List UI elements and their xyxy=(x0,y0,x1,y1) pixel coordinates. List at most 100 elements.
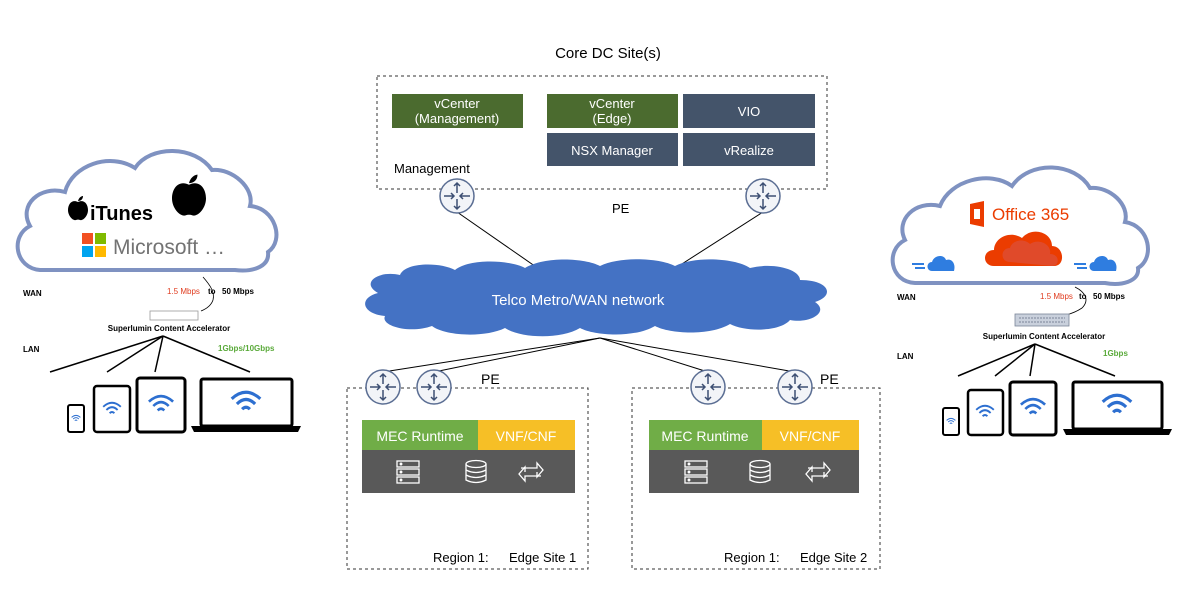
right-lan-speed: 1Gbps xyxy=(1103,349,1128,358)
left-lan-speed: 1Gbps/10Gbps xyxy=(218,344,275,353)
left-lan-label: LAN xyxy=(23,345,40,354)
core-box-line1: vCenter xyxy=(434,96,480,111)
edge1-site-label: Edge Site 1 xyxy=(509,550,576,565)
core-box-label: vRealize xyxy=(724,143,774,158)
right-speed-low: 1.5 Mbps xyxy=(1040,292,1073,301)
edge2-mec-runtime[interactable]: MEC Runtime xyxy=(649,420,762,450)
right-lan-link-3 xyxy=(1029,343,1036,377)
itunes-brand: iTunes xyxy=(90,203,153,225)
core-box-line2: (Management) xyxy=(415,111,500,126)
right-wan-link xyxy=(1065,286,1087,316)
link-edge2-pe-b xyxy=(599,337,796,373)
right-wan-label: WAN xyxy=(897,293,916,302)
core-dc-boundary xyxy=(376,75,828,190)
network-cloud-shape xyxy=(365,259,827,337)
right-speed-to: to xyxy=(1079,292,1087,301)
right-accelerator-label: Superlumin Content Accelerator xyxy=(983,332,1105,341)
left-lan-link-3 xyxy=(154,335,164,373)
core-box-vrealize[interactable]: vRealize xyxy=(683,133,815,166)
office-brand: Office 365 xyxy=(992,205,1069,224)
core-dc-title: Core DC Site(s) xyxy=(555,45,661,62)
left-accelerator-label: Superlumin Content Accelerator xyxy=(108,324,230,333)
left-lan-link-1 xyxy=(49,335,164,373)
left-tablet-small-icon xyxy=(92,384,132,434)
vnf-bg xyxy=(762,420,859,450)
right-accelerator-device[interactable] xyxy=(1014,313,1070,327)
office-logo-icon xyxy=(970,201,984,227)
left-tablet-large-icon xyxy=(135,376,187,434)
blue-cloud-left-icon xyxy=(912,256,955,271)
right-lan-label: LAN xyxy=(897,352,914,361)
core-box-bg xyxy=(683,94,815,128)
office-cloud-icon xyxy=(985,231,1063,266)
database-icon xyxy=(749,459,771,484)
microsoft-logo-icon xyxy=(82,233,106,257)
edge1-mec-runtime[interactable]: MEC Runtime xyxy=(362,420,478,450)
link-edge2-pe-a xyxy=(599,337,709,373)
telco-network-cloud: Telco Metro/WAN network xyxy=(365,259,827,337)
right-laptop-icon xyxy=(1063,380,1172,435)
edge1-infra-bar xyxy=(362,450,575,493)
core-box-vcenter-management[interactable]: vCenter (Management) xyxy=(392,94,523,128)
vnf-bg xyxy=(478,420,575,450)
left-speed-low: 1.5 Mbps xyxy=(167,287,200,296)
database-icon xyxy=(465,459,487,484)
link-edge1-pe-a xyxy=(382,337,601,373)
microsoft-brand: Microsoft … xyxy=(113,236,225,259)
left-phone-icon xyxy=(67,404,85,433)
network-label: Telco Metro/WAN network xyxy=(492,292,665,309)
core-box-label: VIO xyxy=(738,104,760,119)
right-cloud-shape xyxy=(890,165,1150,286)
apple-logo-icon xyxy=(172,174,206,216)
left-speed-high: 50 Mbps xyxy=(222,287,255,296)
left-lan-link-2 xyxy=(106,335,164,373)
core-box-bg xyxy=(392,94,523,128)
exchange-arrows-icon xyxy=(518,461,544,483)
right-lan-link-4 xyxy=(1034,343,1116,377)
edge1-vnf-cnf[interactable]: VNF/CNF xyxy=(478,420,575,450)
edge2-site-label: Edge Site 2 xyxy=(800,550,867,565)
edge2-infra-bar xyxy=(649,450,859,493)
edge-site-2-boundary xyxy=(631,387,881,570)
right-phone-icon xyxy=(942,407,960,436)
mec-label: MEC Runtime xyxy=(661,428,748,444)
edge2-pe-router-a-icon[interactable] xyxy=(690,369,726,405)
core-box-bg xyxy=(547,133,678,166)
edge2-vnf-cnf[interactable]: VNF/CNF xyxy=(762,420,859,450)
core-box-nsx-manager[interactable]: NSX Manager xyxy=(547,133,678,166)
right-lan-link-1 xyxy=(957,343,1036,377)
right-speed-high: 50 Mbps xyxy=(1093,292,1126,301)
core-pe-right-router-icon[interactable] xyxy=(745,178,781,214)
edge1-pe-router-b-icon[interactable] xyxy=(416,369,452,405)
core-box-vcenter-edge[interactable]: vCenter (Edge) xyxy=(547,94,678,128)
left-speed-to: to xyxy=(208,287,216,296)
right-tablet-small-icon xyxy=(966,388,1005,437)
edge1-region-label: Region 1: xyxy=(433,550,489,565)
mec-label: MEC Runtime xyxy=(376,428,463,444)
left-lan-link-4 xyxy=(162,335,251,373)
server-icon xyxy=(684,460,708,484)
server-icon xyxy=(396,460,420,484)
core-box-line2: (Edge) xyxy=(592,111,631,126)
core-box-bg xyxy=(683,133,815,166)
right-lan-link-2 xyxy=(994,343,1036,377)
core-pe-left-router-icon[interactable] xyxy=(439,178,475,214)
vnf-label: VNF/CNF xyxy=(496,428,557,444)
blue-cloud-right-icon xyxy=(1074,256,1117,271)
left-wan-label: WAN xyxy=(23,289,42,298)
left-wan-link xyxy=(200,276,214,312)
link-edge1-pe-b xyxy=(433,337,601,373)
edge2-pe-router-b-icon[interactable] xyxy=(777,369,813,405)
core-box-bg xyxy=(547,94,678,128)
right-tablet-large-icon xyxy=(1008,380,1058,437)
right-internet-cloud: Office 365 xyxy=(890,165,1150,286)
exchange-arrows-icon xyxy=(805,461,831,483)
core-box-vio[interactable]: VIO xyxy=(683,94,815,128)
edge-site-1-boundary xyxy=(346,387,589,570)
edge1-pe-router-a-icon[interactable] xyxy=(365,369,401,405)
edge1-pe-label: PE xyxy=(481,371,500,387)
edge2-pe-label: PE xyxy=(820,371,839,387)
left-accelerator-device[interactable] xyxy=(149,310,199,321)
left-laptop-icon xyxy=(191,377,301,432)
